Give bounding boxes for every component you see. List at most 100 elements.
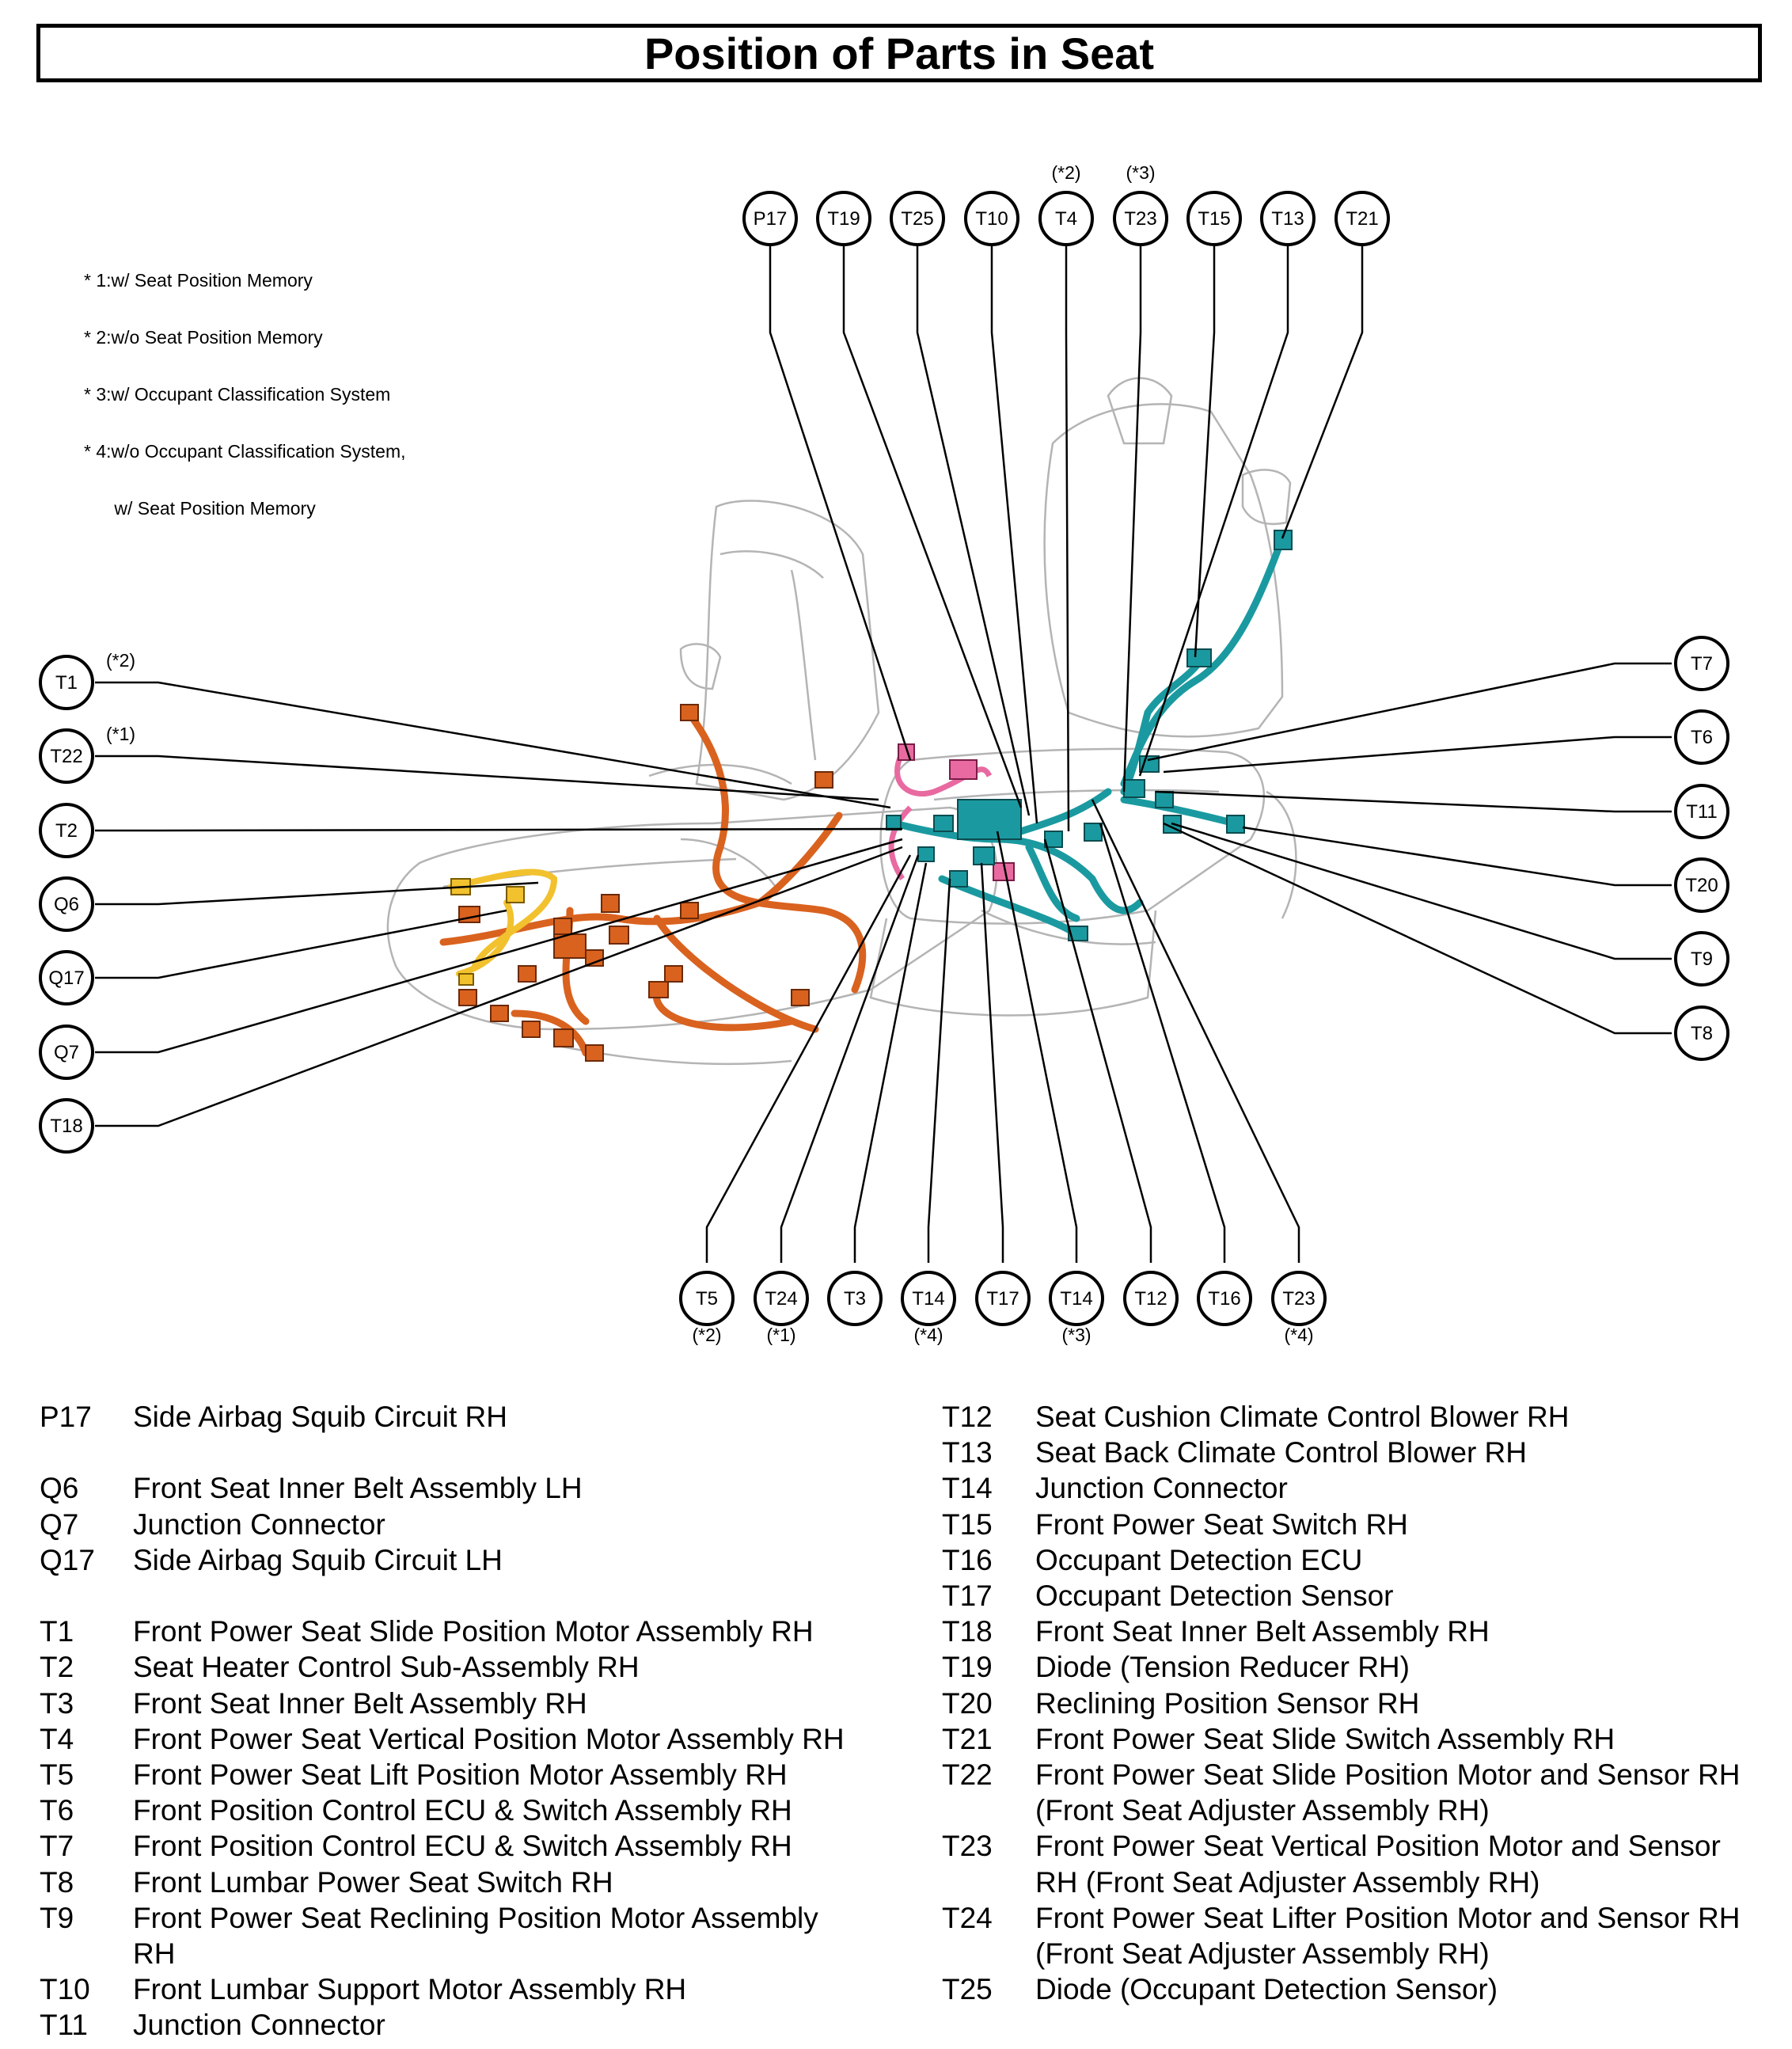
legend-description: Front Power Seat Vertical Position Motor… <box>1035 1830 1721 1899</box>
callout-circle <box>39 655 94 710</box>
callout-label: T6 <box>1691 727 1713 748</box>
callout-circle <box>1674 931 1729 986</box>
callout-p17: P17 <box>742 191 798 246</box>
legend-description: Front Power Seat Vertical Position Motor… <box>133 1722 845 1755</box>
callout-circle <box>1271 1271 1327 1326</box>
callout-t15: T15 <box>1186 191 1242 246</box>
legend-code: T13 <box>942 1436 993 1469</box>
callout-label: T3 <box>844 1288 866 1310</box>
legend-code: T20 <box>942 1686 993 1720</box>
legend-code: T17 <box>942 1580 993 1613</box>
legend-description: Front Power Seat Slide Position Motor As… <box>133 1615 814 1648</box>
callout-label: T14 <box>912 1288 944 1310</box>
callout-label: T15 <box>1198 208 1230 230</box>
callout-label: Q6 <box>54 894 79 915</box>
legend-item: T23 Front Power Seat Vertical Position Mo… <box>942 1828 1781 1899</box>
callout-t1: T1 (*2) <box>39 650 135 710</box>
callout-t9: T9 <box>1674 931 1729 986</box>
callout-note: (*1) <box>766 1325 795 1345</box>
legend-code: Q7 <box>40 1507 79 1541</box>
callout-circle <box>1674 636 1729 691</box>
callout-circle <box>39 1024 94 1080</box>
callout-t8: T8 <box>1674 1005 1729 1061</box>
callout-t22: T22(*1) <box>39 724 135 784</box>
callout-circle <box>1674 1005 1729 1061</box>
legend-code: T15 <box>942 1507 993 1541</box>
callout-t7: T7 <box>1674 636 1729 691</box>
callout-q7: Q7 <box>39 1024 94 1080</box>
callout-circle <box>39 876 94 932</box>
callout-note: (*2) <box>106 650 135 671</box>
footnote: * 1:w/ Seat Position Memory <box>84 270 313 291</box>
callout-t21: T21 <box>1335 191 1390 246</box>
legend-code: T6 <box>40 1794 74 1827</box>
callout-circle <box>1674 784 1729 839</box>
legend-item: T25 Diode (Occupant Detection Sensor) <box>942 1971 1781 2007</box>
legend-code: T22 <box>942 1758 993 1792</box>
legend-description: Occupant Detection Sensor <box>1035 1580 1394 1613</box>
legend-description: Junction Connector <box>133 1507 385 1541</box>
legend-item: T12 Seat Cushion Climate Control Blower R… <box>942 1399 1781 1435</box>
callout-label: T17 <box>986 1288 1019 1310</box>
legend-description: Seat Cushion Climate Control Blower RH <box>1035 1401 1570 1433</box>
callout-note: (*4) <box>913 1325 943 1345</box>
legend-description: Front Seat Inner Belt Assembly RH <box>1035 1615 1490 1648</box>
legend-item: T24 Front Power Seat Lifter Position Moto… <box>942 1900 1781 1971</box>
callout-q17: Q17 <box>39 950 94 1005</box>
page-title: Position of Parts in Seat <box>644 28 1155 78</box>
callout-circle <box>1674 857 1729 913</box>
legend-code: T21 <box>942 1722 993 1755</box>
callout-label: T18 <box>50 1116 82 1137</box>
legend-description: Diode (Occupant Detection Sensor) <box>1035 1973 1498 2006</box>
callout-label: T9 <box>1691 948 1713 970</box>
legend-description: Junction Connector <box>133 2009 385 2042</box>
seat-outlines <box>386 377 1297 1066</box>
legend-code: T24 <box>942 1901 993 1934</box>
callout-label: T2 <box>55 820 78 842</box>
callout-t13: T13 <box>1260 191 1316 246</box>
callout-note: (*1) <box>106 724 135 744</box>
legend-code: T8 <box>40 1865 74 1899</box>
legend-description: Side Airbag Squib Circuit LH <box>133 1543 503 1576</box>
callout-note: (*2) <box>692 1325 721 1345</box>
legend-code: T1 <box>40 1615 74 1648</box>
callout-circle <box>964 191 1019 246</box>
legend-description: Front Power Seat Slide Switch Assembly R… <box>1035 1722 1615 1755</box>
callout-circle <box>1260 191 1316 246</box>
legend-item: T1 Front Power Seat Slide Position Motor … <box>40 1614 879 1649</box>
callout-circle <box>1113 191 1168 246</box>
footnote: * 2:w/o Seat Position Memory <box>84 327 323 348</box>
footnotes: * 1:w/ Seat Position Memory * 2:w/o Seat… <box>84 233 406 537</box>
footnote: * 3:w/ Occupant Classification System <box>84 384 391 405</box>
legend-code: T23 <box>942 1830 993 1863</box>
legend-description: Front Power Seat Switch RH <box>1035 1507 1408 1541</box>
legend-description: Front Power Seat Lifter Position Motor a… <box>1035 1901 1741 1971</box>
legend-item: T21 Front Power Seat Slide Switch Assembl… <box>942 1721 1781 1757</box>
callout-note: (*3) <box>1061 1325 1091 1345</box>
callout-t24: T24(*1) <box>754 1271 809 1345</box>
legend-code: T25 <box>942 1973 993 2006</box>
callout-circle <box>1674 709 1729 765</box>
callout-t2: T2 <box>39 803 94 858</box>
callout-label: T23 <box>1282 1288 1315 1310</box>
legend-description: Side Airbag Squib Circuit RH <box>133 1401 507 1433</box>
legend-code: T12 <box>942 1401 993 1433</box>
legend-spacer <box>40 1435 879 1470</box>
callout-circle <box>1049 1271 1104 1326</box>
callout-t10: T10 <box>964 191 1019 246</box>
callout-t20: T20 <box>1674 857 1729 913</box>
callout-t18: T18 <box>39 1098 94 1154</box>
callout-label: T1 <box>55 672 78 694</box>
legend-item: T15 Front Power Seat Switch RH <box>942 1507 1781 1542</box>
